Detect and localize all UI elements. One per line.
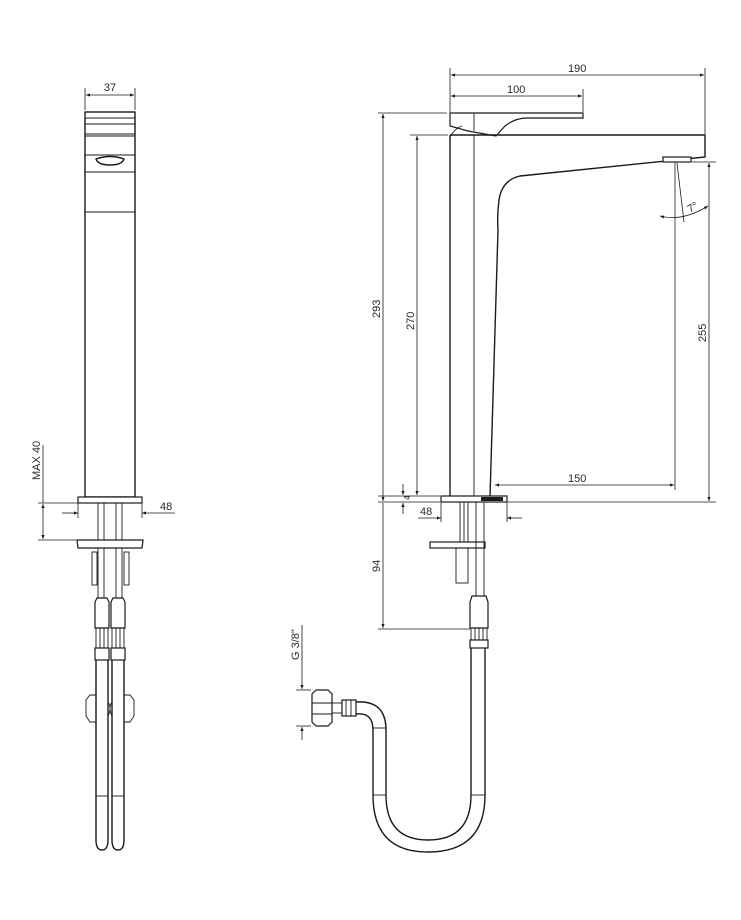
dim-label-190: 190 <box>568 63 586 75</box>
side-view: 190 100 293 270 4 <box>290 63 716 853</box>
aerator <box>662 156 692 163</box>
dim-total-height: 293 <box>371 112 447 501</box>
dim-outlet-height: 255 <box>508 161 716 503</box>
dim-label-94: 94 <box>371 560 383 572</box>
front-body <box>84 111 136 498</box>
hex-nut-icon <box>311 689 333 727</box>
dim-label-g38: G 3/8" <box>290 629 302 660</box>
dim-label-max-40: MAX 40 <box>31 441 43 480</box>
dim-lever-angle: 7° <box>659 162 709 223</box>
lever-handle <box>449 112 584 137</box>
dim-base-thickness: 4 <box>378 484 440 514</box>
front-flexible-hoses <box>85 660 135 851</box>
dim-front-base: 48 <box>62 501 175 518</box>
side-flexible-hose <box>311 648 486 853</box>
dim-front-width: 37 <box>84 82 136 110</box>
dim-below-counter: 94 <box>371 503 470 630</box>
dim-label-48-front: 48 <box>160 501 172 513</box>
side-base-plate <box>440 495 508 503</box>
dim-lever-length: 100 <box>451 84 584 112</box>
front-fixing-bracket <box>76 539 144 586</box>
aerator-icon <box>95 155 125 166</box>
dim-label-150: 150 <box>568 473 586 485</box>
dim-connection-thread: G 3/8" <box>290 625 311 740</box>
dim-label-4: 4 <box>403 495 412 500</box>
dim-label-48-side: 48 <box>420 506 432 518</box>
dim-label-293: 293 <box>371 300 383 318</box>
dim-spout-reach: 150 <box>495 162 676 490</box>
dim-label-270: 270 <box>405 312 417 330</box>
dim-spout-height: 270 <box>405 134 448 495</box>
spout-body <box>450 134 706 498</box>
side-fixing <box>429 501 489 649</box>
dim-total-depth: 190 <box>449 63 706 134</box>
dim-label-255: 255 <box>697 324 709 342</box>
dim-side-base: 48 <box>418 502 522 522</box>
dim-label-7-deg: 7° <box>686 200 701 216</box>
front-hose-connectors <box>94 597 126 661</box>
dim-max-counter: MAX 40 <box>31 441 78 541</box>
front-view: 37 MAX 40 48 <box>31 82 175 851</box>
dim-label-37: 37 <box>104 82 116 94</box>
dim-label-100: 100 <box>507 84 525 96</box>
front-base-plate <box>77 496 143 504</box>
